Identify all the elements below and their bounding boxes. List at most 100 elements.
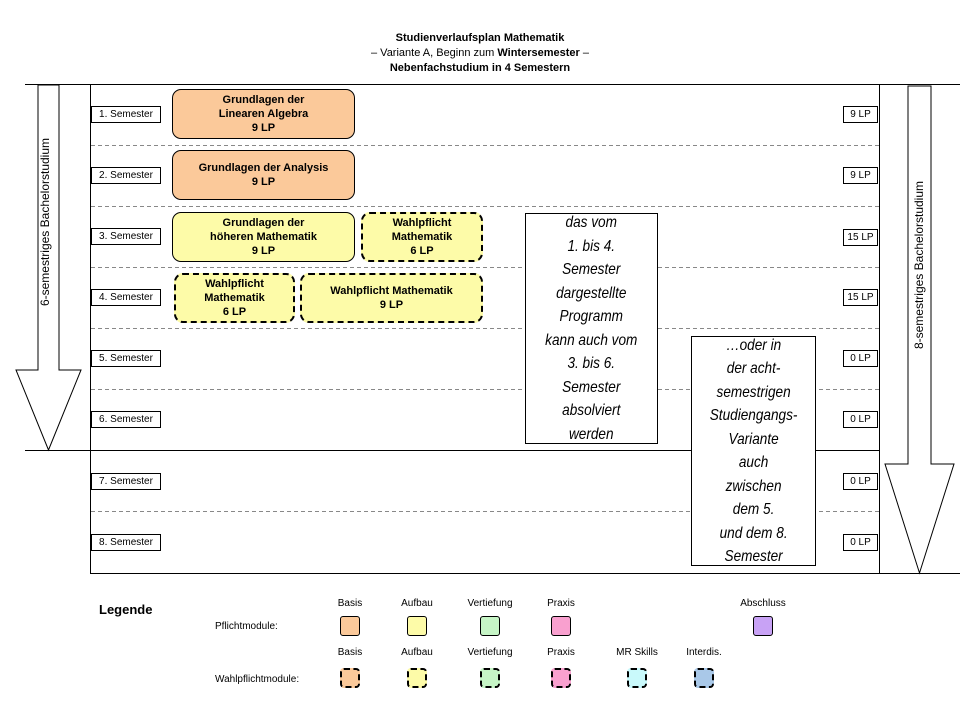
six-line: werden xyxy=(569,425,614,443)
semester-label-8: 8. Semester xyxy=(91,534,161,551)
module-analysis: Grundlagen der Analysis 9 LP xyxy=(172,150,355,200)
legend-heading: Legende xyxy=(99,602,153,617)
legend-wahl-swatch xyxy=(340,668,360,688)
legend-wahl-category-label: Vertiefung xyxy=(467,647,513,658)
semester-separators xyxy=(91,145,879,512)
title-line-2-post: – xyxy=(579,47,589,59)
title-line-2-pre: – Variante A, Beginn zum xyxy=(371,47,498,59)
module-wahl4a-name-1: Wahlpflicht xyxy=(205,278,264,290)
six-line: Programm xyxy=(559,308,624,325)
semester-label-5: 5. Semester xyxy=(91,350,161,367)
title-line-2-bold: Wintersemester xyxy=(497,47,580,59)
six-line: 1. bis 4. xyxy=(567,237,616,255)
left-arrow xyxy=(15,84,82,452)
legend-wahl-swatch xyxy=(480,668,500,688)
legend-wahl-swatch xyxy=(627,668,647,688)
module-wahlpflicht-sem3: Wahlpflicht Mathematik 6 LP xyxy=(361,212,483,262)
lp-label-7: 0 LP xyxy=(843,473,878,490)
lp-label-1: 9 LP xyxy=(843,106,878,123)
legend-wahl-category-label: Interdis. xyxy=(686,647,722,658)
legend-pflicht-category-label: Abschluss xyxy=(740,598,786,609)
page-title: Studienverlaufsplan Mathematik – Variant… xyxy=(0,31,960,76)
semester-label-4: 4. Semester xyxy=(91,289,161,306)
legend-wahl-swatch xyxy=(694,668,714,688)
eight-line: dem 5. xyxy=(732,501,775,518)
legend-wahl-swatch xyxy=(551,668,571,688)
module-wahlpflicht-sem4-a: Wahlpflicht Mathematik 6 LP xyxy=(174,273,295,323)
lp-label-8: 0 LP xyxy=(843,534,878,551)
six-line: kann auch vom xyxy=(545,331,638,349)
six-line: 3. bis 6. xyxy=(567,355,616,372)
module-hoehere-name-1: Grundlagen der xyxy=(222,217,305,229)
module-hoehere-name-2: höheren Mathematik xyxy=(210,231,317,243)
legend-pflicht-swatch xyxy=(340,616,360,636)
six-line: absolviert xyxy=(562,402,621,419)
module-wahl4a-lp: 6 LP xyxy=(222,306,247,318)
legend-pflicht-swatch xyxy=(407,616,427,636)
module-linear-algebra-name-2: Linearen Algebra xyxy=(218,108,309,120)
eight-line: …oder in xyxy=(725,336,782,354)
semester-label-6: 6. Semester xyxy=(91,411,161,428)
semester-label-3: 3. Semester xyxy=(91,228,161,245)
title-line-1: Studienverlaufsplan Mathematik xyxy=(395,32,565,44)
right-side-label: 8-semestriges Bachelorstudium xyxy=(912,180,926,350)
semester-label-2: 2. Semester xyxy=(91,167,161,184)
six-line: Semester xyxy=(562,261,621,278)
module-hoehere-mathematik: Grundlagen der höheren Mathematik 9 LP xyxy=(172,212,355,262)
eight-line: auch xyxy=(738,454,769,471)
legend-pflicht-label: Pflichtmodule: xyxy=(215,621,278,632)
legend-wahl-category-label: Basis xyxy=(337,647,363,658)
legend-pflicht-category-label: Praxis xyxy=(547,598,575,609)
eight-line: zwischen xyxy=(725,477,782,495)
legend-wahl-category-label: Aufbau xyxy=(401,647,433,658)
legend-wahl-swatch xyxy=(407,668,427,688)
eight-line: der acht- xyxy=(726,360,781,377)
module-linear-algebra: Grundlagen der Linearen Algebra 9 LP xyxy=(172,89,355,139)
legend-pflicht-category-label: Basis xyxy=(337,598,363,609)
module-wahlpflicht-sem4-b: Wahlpflicht Mathematik 9 LP xyxy=(300,273,483,323)
semester-label-7: 7. Semester xyxy=(91,473,161,490)
semester-label-1: 1. Semester xyxy=(91,106,161,123)
legend-pflicht-swatch xyxy=(753,616,773,636)
eight-line: Variante xyxy=(728,430,779,448)
legend-pflicht-swatch xyxy=(480,616,500,636)
module-linear-algebra-name-1: Grundlagen der xyxy=(222,94,305,106)
module-wahl4b-name: Wahlpflicht Mathematik xyxy=(330,285,453,297)
legend-pflicht-swatch xyxy=(551,616,571,636)
module-wahl4b-lp: 9 LP xyxy=(379,299,404,311)
left-side-label: 6-semestriges Bachelorstudium xyxy=(38,137,52,307)
legend-pflicht-category-label: Aufbau xyxy=(401,598,433,609)
legend-wahl-label: Wahlpflichtmodule: xyxy=(215,674,300,685)
module-analysis-lp: 9 LP xyxy=(251,176,276,188)
eight-line: und dem 8. xyxy=(719,524,788,542)
lp-label-4: 15 LP xyxy=(843,289,878,306)
right-arrow xyxy=(884,85,955,575)
lp-label-5: 0 LP xyxy=(843,350,878,367)
module-wahl4a-name-2: Mathematik xyxy=(204,292,265,304)
legend-pflicht-category-label: Vertiefung xyxy=(467,598,513,609)
title-line-2: – Variante A, Beginn zum Wintersemester … xyxy=(0,46,960,61)
legend-wahl-category-label: Praxis xyxy=(547,647,575,658)
eight-line: Studiengangs- xyxy=(709,407,798,424)
module-wahl3-lp: 6 LP xyxy=(410,245,434,257)
title-line-3: Nebenfachstudium in 4 Semestern xyxy=(389,62,571,74)
module-wahl3-name-1: Wahlpflicht xyxy=(392,217,452,229)
six-line: dargestellte xyxy=(556,284,627,302)
lp-label-6: 0 LP xyxy=(843,411,878,428)
six-line: Semester xyxy=(562,378,621,396)
module-hoehere-lp: 9 LP xyxy=(251,245,276,257)
module-wahl3-name-2: Mathematik xyxy=(391,231,453,243)
eight-line: Semester xyxy=(724,548,783,565)
module-linear-algebra-lp: 9 LP xyxy=(251,122,276,134)
six-line: das vom xyxy=(565,214,618,231)
module-analysis-name: Grundlagen der Analysis xyxy=(198,162,329,174)
lp-label-2: 9 LP xyxy=(843,167,878,184)
lp-label-3: 15 LP xyxy=(843,229,878,246)
legend-wahl-category-label: MR Skills xyxy=(616,647,658,658)
eight-line: semestrigen xyxy=(716,383,791,401)
